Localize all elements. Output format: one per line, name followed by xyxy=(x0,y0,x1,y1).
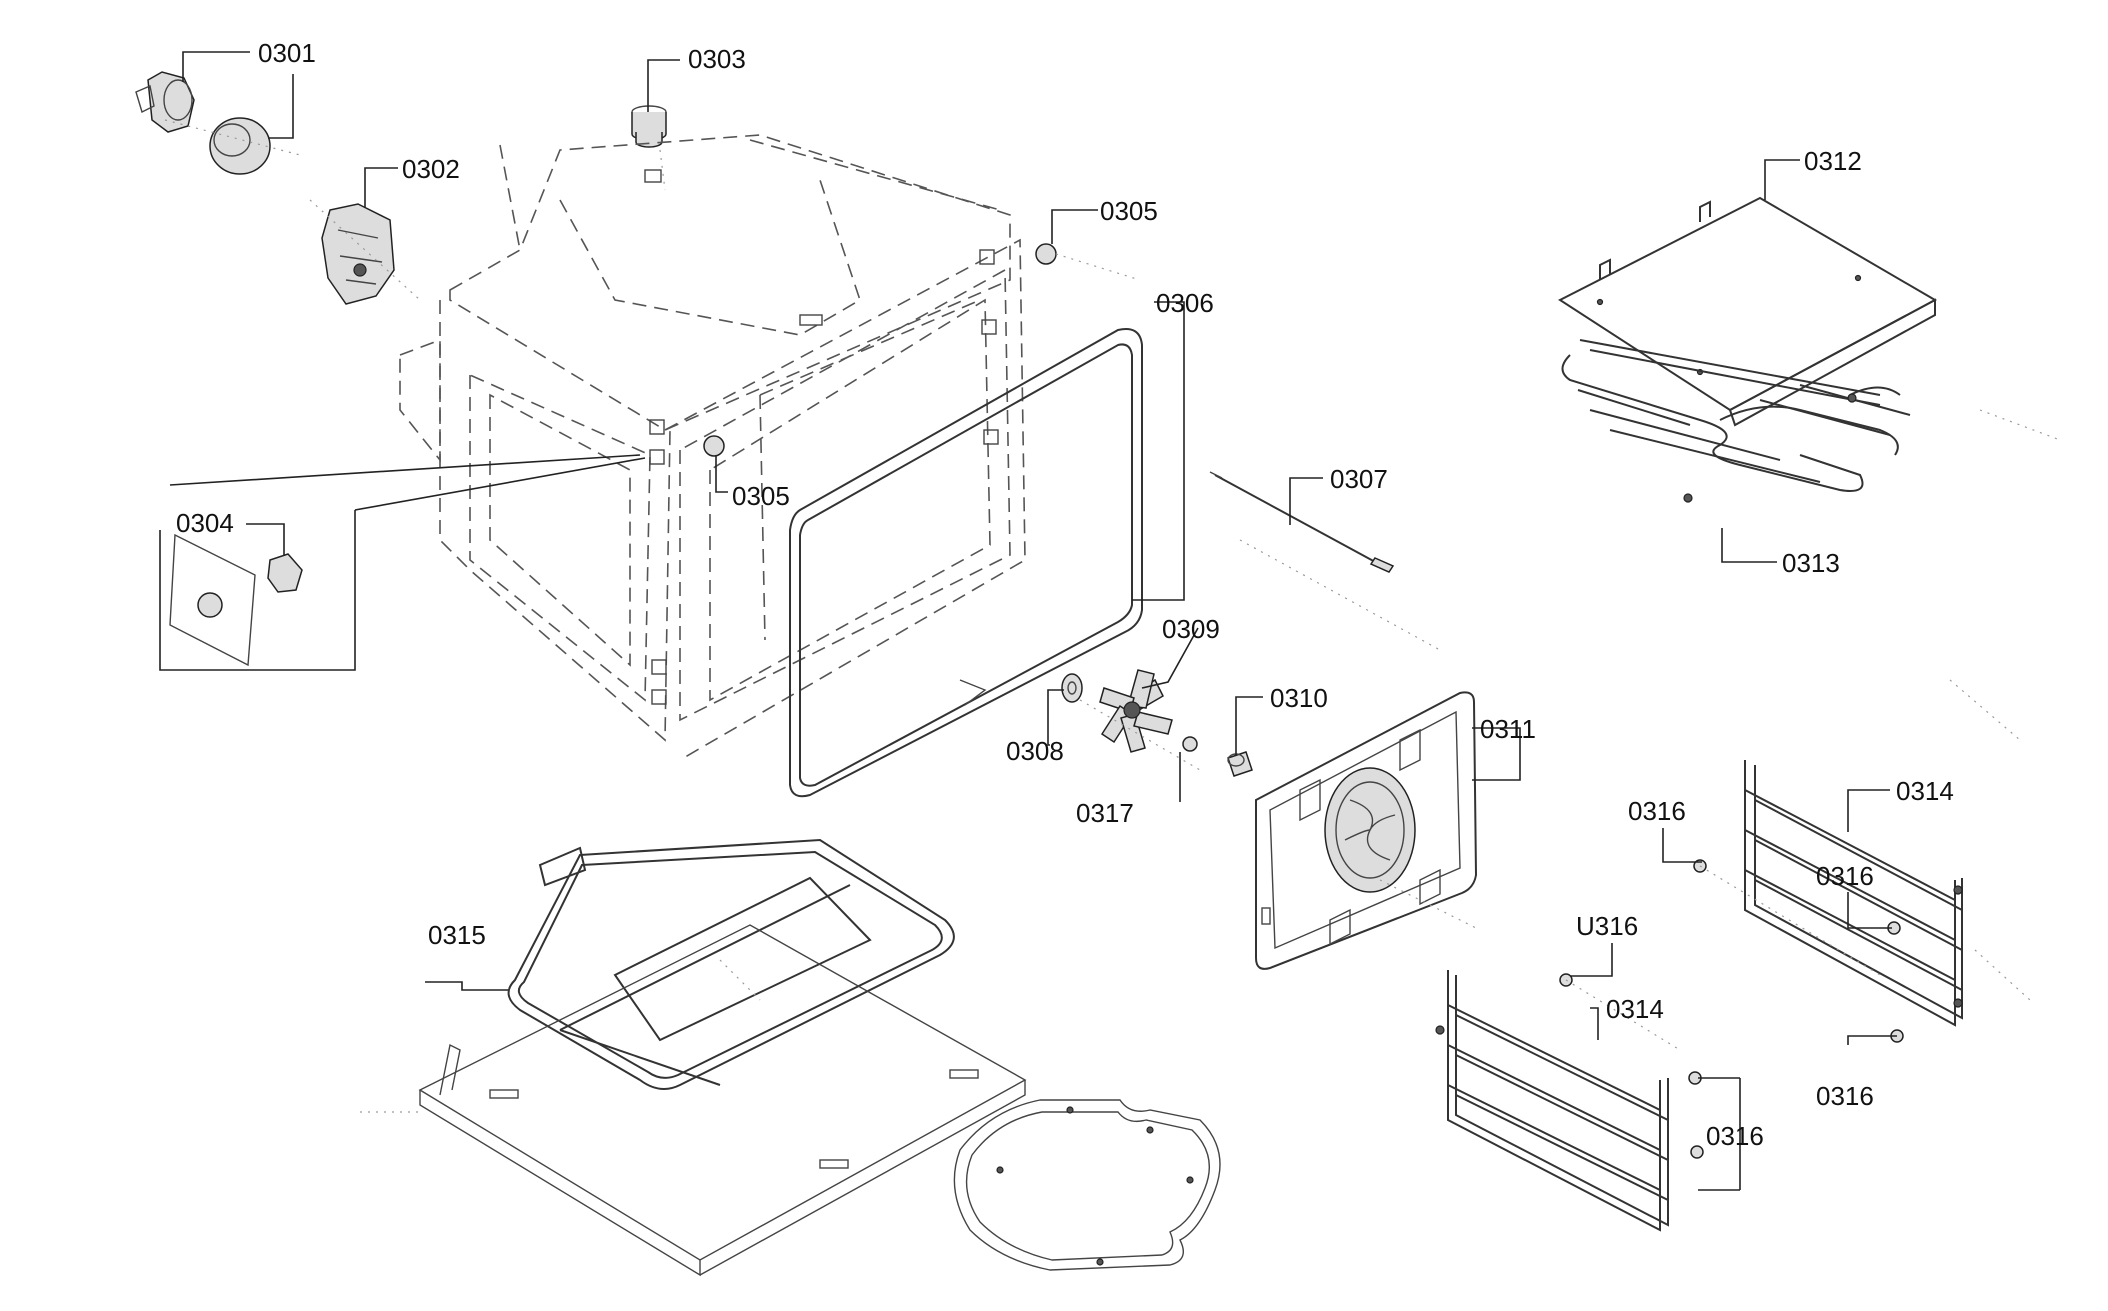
label-0303: 0303 xyxy=(688,44,746,74)
label-0313: 0313 xyxy=(1782,548,1840,578)
label-0314-right: 0314 xyxy=(1896,776,1954,806)
convection-fan-blade-part xyxy=(1099,669,1173,753)
lamp-cover-plate-part xyxy=(169,533,303,667)
label-0305-lower: 0305 xyxy=(732,481,790,511)
lamp-socket-part xyxy=(135,71,195,133)
bake-heating-element-part xyxy=(507,838,955,1090)
label-0316-c: U316 xyxy=(1576,911,1638,941)
label-0316-b: 0316 xyxy=(1816,861,1874,891)
label-0316-e: 0316 xyxy=(1706,1121,1764,1151)
callout-leaders xyxy=(182,51,1897,1191)
label-0305-upper: 0305 xyxy=(1100,196,1158,226)
label-0304: 0304 xyxy=(176,508,234,538)
detail-callout-lines xyxy=(159,454,646,671)
fan-nut-part xyxy=(1182,736,1198,752)
screw-nut-part-1 xyxy=(1035,243,1057,265)
label-0311: 0311 xyxy=(1480,714,1536,744)
label-0316-d: 0316 xyxy=(1816,1081,1874,1111)
door-gasket-part xyxy=(789,328,1143,798)
label-0315: 0315 xyxy=(428,920,486,950)
screw-nut-part-2 xyxy=(703,435,725,457)
side-rack-right-part xyxy=(1744,760,1963,1027)
label-0301: 0301 xyxy=(258,38,316,68)
washer-part xyxy=(1061,673,1083,703)
label-0317: 0317 xyxy=(1076,798,1134,828)
label-0309: 0309 xyxy=(1162,614,1220,644)
label-0306: 0306 xyxy=(1156,288,1214,318)
fan-cover-plate-part xyxy=(1255,691,1478,970)
bottom-panel-part xyxy=(418,924,1027,1277)
label-0314-left: 0314 xyxy=(1606,994,1664,1024)
label-0307: 0307 xyxy=(1330,464,1388,494)
assembly-guide-lines xyxy=(164,119,2061,1113)
cooling-fan-motor-part xyxy=(321,203,395,305)
label-0312: 0312 xyxy=(1804,146,1862,176)
label-0310: 0310 xyxy=(1270,683,1328,713)
top-heater-cover-part xyxy=(1558,196,1938,427)
label-0302: 0302 xyxy=(402,154,460,184)
grill-heating-element-part xyxy=(1561,339,1911,503)
side-rack-left-part xyxy=(1435,970,1669,1232)
bushing-part xyxy=(1227,751,1253,777)
vent-tube-part xyxy=(631,105,667,148)
bottom-gasket-part xyxy=(953,1099,1221,1271)
label-0308: 0308 xyxy=(1006,736,1064,766)
label-0316-a: 0316 xyxy=(1628,796,1686,826)
temperature-sensor-part xyxy=(1209,471,1395,573)
part-labels: 0301 0302 0303 0304 0305 0305 0306 0307 … xyxy=(176,38,1954,1151)
lamp-lens-part xyxy=(209,117,271,175)
